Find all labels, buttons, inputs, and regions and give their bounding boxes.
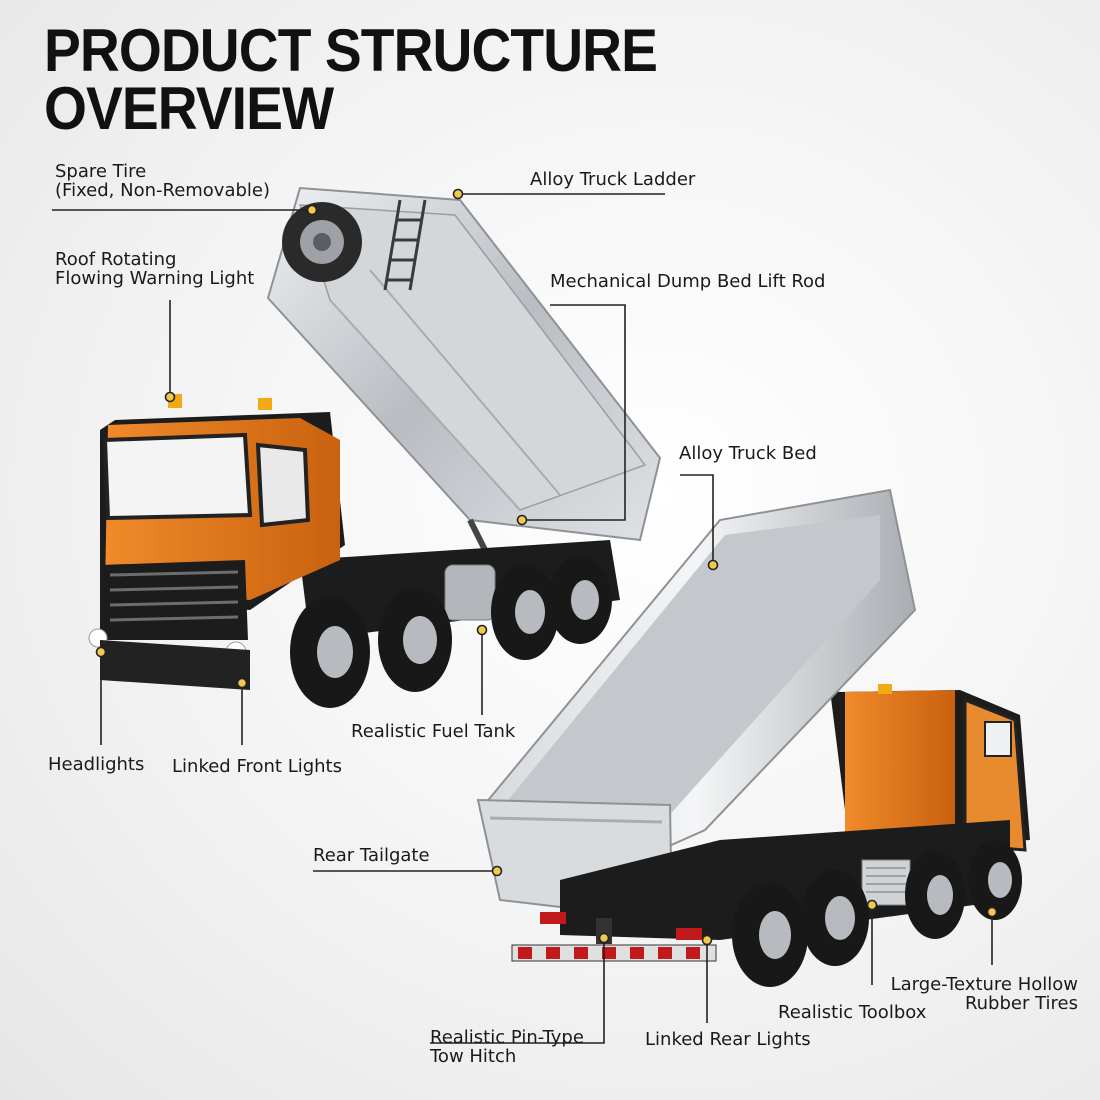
label-headlights: Headlights — [48, 754, 145, 775]
label-tires-line-1: Large-Texture Hollow — [890, 974, 1078, 995]
marker-dots — [95, 188, 998, 946]
front-truck-wheels — [290, 556, 612, 708]
label-front-lights: Linked Front Lights — [172, 756, 342, 777]
label-tow-hitch: Realistic Pin-Type Tow Hitch — [430, 1028, 584, 1066]
leader-lift-rod — [522, 304, 626, 521]
label-tow-hitch-line-2: Tow Hitch — [430, 1046, 517, 1067]
label-warning-light: Roof Rotating Flowing Warning Light — [55, 250, 254, 288]
rear-truck-bed-floor — [500, 515, 880, 820]
rear-truck-cab — [830, 684, 1030, 852]
marker-tailgate — [491, 865, 503, 877]
rear-truck — [476, 488, 1030, 987]
label-toolbox: Realistic Toolbox — [778, 1002, 927, 1023]
leader-tow-hitch — [430, 938, 605, 1044]
rear-truck-bumper — [511, 944, 717, 962]
rear-truck-chassis — [560, 820, 1010, 940]
page-title: PRODUCT STRUCTURE OVERVIEW — [44, 17, 658, 142]
label-rear-lights: Linked Rear Lights — [645, 1029, 811, 1050]
leader-lines — [52, 193, 993, 1044]
marker-truck-bed — [707, 559, 719, 571]
marker-lift-rod — [516, 514, 528, 526]
leader-truck-bed — [680, 474, 714, 565]
title-line-1: PRODUCT STRUCTURE — [44, 17, 658, 84]
title-line-2: OVERVIEW — [44, 75, 334, 142]
rear-truck-rear-light — [676, 928, 702, 940]
front-truck-spare-tire — [282, 202, 362, 282]
marker-front-lights — [236, 677, 248, 689]
marker-warning-light — [164, 391, 176, 403]
label-tailgate: Rear Tailgate — [313, 845, 430, 866]
label-spare-tire-line-2: (Fixed, Non-Removable) — [55, 180, 271, 201]
label-tow-hitch-line-1: Realistic Pin-Type — [430, 1027, 584, 1048]
marker-fuel-tank — [476, 624, 488, 636]
front-truck-cab — [88, 394, 345, 690]
marker-spare-tire — [306, 204, 318, 216]
marker-ladder — [452, 188, 464, 200]
label-lift-rod: Mechanical Dump Bed Lift Rod — [550, 271, 826, 292]
rear-truck-wheels — [732, 840, 1022, 987]
label-ladder: Alloy Truck Ladder — [530, 169, 696, 190]
label-spare-tire-line-1: Spare Tire — [55, 161, 147, 182]
bed-rib — [329, 299, 521, 511]
label-warning-light-line-2: Flowing Warning Light — [55, 268, 255, 289]
marker-tires — [986, 906, 998, 918]
label-spare-tire: Spare Tire (Fixed, Non-Removable) — [55, 162, 270, 200]
label-tires: Large-Texture Hollow Rubber Tires — [882, 975, 1078, 1013]
rear-truck-toolbox — [861, 859, 911, 906]
marker-tow-hitch — [598, 932, 610, 944]
label-tires-line-2: Rubber Tires — [964, 993, 1078, 1014]
front-truck — [88, 186, 662, 708]
rear-truck-warning-light — [878, 684, 892, 694]
marker-headlights — [95, 646, 107, 658]
label-fuel-tank: Realistic Fuel Tank — [351, 721, 516, 742]
front-truck-warning-light — [258, 398, 272, 410]
label-warning-light-line-1: Roof Rotating — [55, 249, 177, 270]
front-truck-ladder — [383, 199, 427, 291]
label-truck-bed: Alloy Truck Bed — [679, 443, 817, 464]
marker-rear-lights — [701, 934, 713, 946]
front-truck-fuel-tank — [444, 564, 496, 621]
rear-truck-rear-light — [540, 912, 566, 924]
tailgate-rib — [489, 816, 663, 824]
marker-toolbox — [866, 899, 878, 911]
bed-rib — [369, 269, 561, 496]
